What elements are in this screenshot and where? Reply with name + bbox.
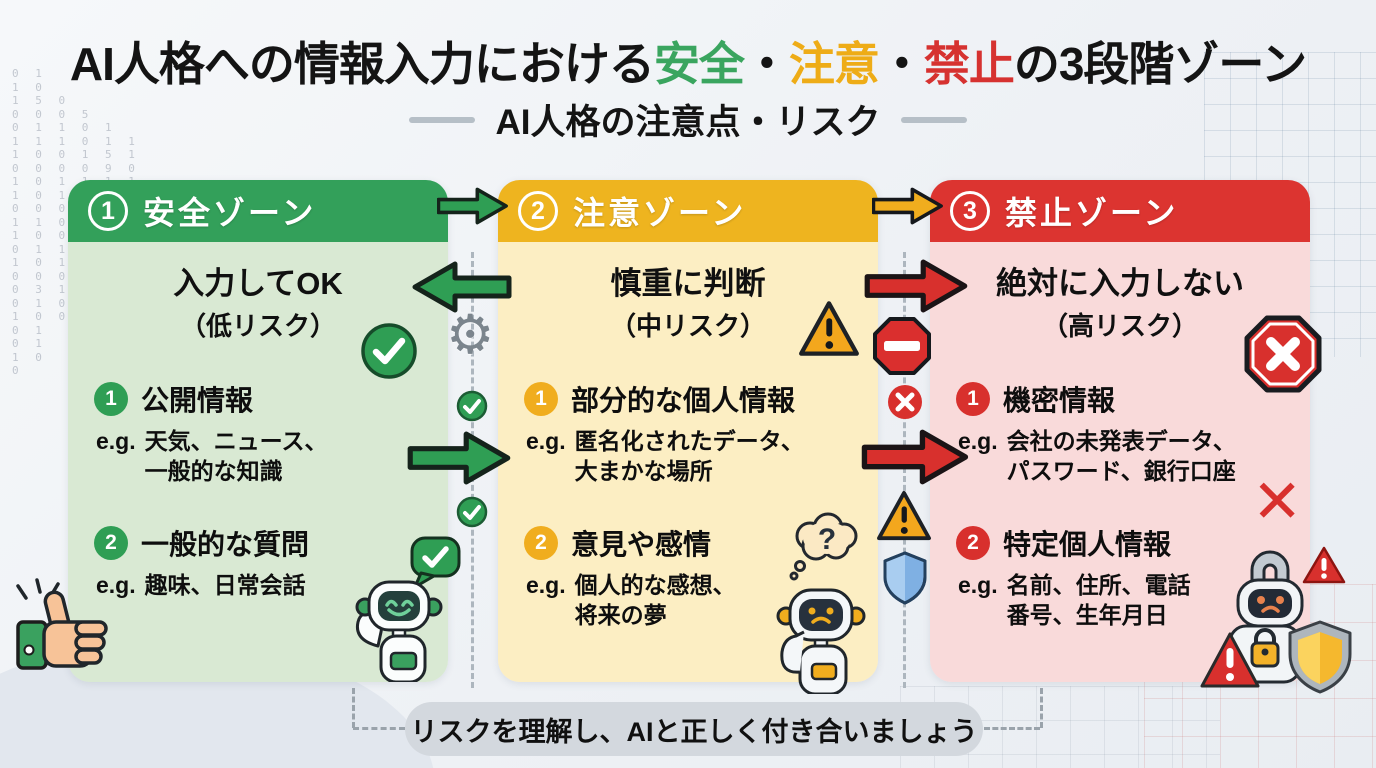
example-line: パスワード、銀行口座	[1006, 457, 1236, 484]
check-circle-icon	[360, 322, 418, 380]
example-prefix: e.g.	[526, 428, 566, 454]
safe-zone-panel: 1 安全ゾーン 入力してOK （低リスク） 1 公開情報 e.g. 天気、ニュー…	[68, 180, 448, 682]
title-word-caution: 注意	[788, 38, 880, 90]
example-line: 一般的な知識	[144, 457, 283, 484]
safe-zone-name: 安全ゾーン	[143, 195, 317, 231]
item-number-badge: 2	[524, 525, 558, 560]
caution-zone-header: 2 注意ゾーン	[498, 180, 878, 242]
x-mark-icon: ✕	[1252, 467, 1303, 537]
item-number-badge: 1	[956, 382, 990, 416]
footer-message: リスクを理解し、AIと正しく付き合いましょう	[410, 716, 978, 747]
connector-line	[352, 688, 355, 728]
connector-line	[1040, 688, 1043, 728]
subtitle-dash-right	[900, 116, 967, 123]
dashed-divider-2	[903, 252, 906, 688]
green-arrow-left-icon	[398, 260, 524, 314]
title-dot2: ・	[878, 38, 925, 90]
example-line: 匿名化されたデータ、	[574, 428, 804, 454]
item-example: e.g. 匿名化されたデータ、大まかな場所	[526, 427, 878, 487]
locked-robot-security-icon	[1192, 540, 1352, 695]
list-item: 2 意見や感情	[524, 523, 878, 563]
example-line: 名前、住所、電話	[1006, 571, 1191, 598]
item-number-badge: 1	[94, 382, 128, 416]
subtitle-dash-left	[409, 116, 476, 123]
example-line: 番号、生年月日	[1006, 601, 1168, 628]
safe-zone-headline: 入力してOK	[173, 266, 343, 301]
item-title: 特定個人情報	[1003, 528, 1172, 560]
x-circle-icon	[886, 383, 924, 421]
list-item: 1 機密情報	[956, 379, 1310, 419]
connector-line	[353, 727, 405, 730]
example-prefix: e.g.	[958, 571, 998, 598]
connector-line	[984, 727, 1040, 730]
subtitle-row: AI人格の注意点・リスク	[0, 94, 1376, 145]
warning-triangle-icon	[798, 300, 860, 358]
no-entry-sign-icon	[872, 316, 932, 376]
thumbs-up-icon	[14, 578, 120, 680]
red-arrow-right-icon	[856, 428, 976, 486]
example-line: 個人的な感想、	[574, 571, 736, 598]
prohibited-zone-name: 禁止ゾーン	[1005, 195, 1179, 231]
safe-zone-header: 1 安全ゾーン	[68, 180, 448, 242]
example-line: 天気、ニュース、	[144, 428, 328, 454]
title-word-prohibited: 禁止	[923, 38, 1015, 90]
caution-zone-risk-level: （中リスク）	[609, 311, 766, 341]
caution-zone-name: 注意ゾーン	[573, 195, 747, 231]
example-prefix: e.g.	[526, 571, 566, 598]
footer-banner: リスクを理解し、AIと正しく付き合いましょう	[405, 702, 983, 756]
list-item: 1 公開情報	[94, 379, 448, 419]
thinking-robot-icon	[764, 576, 874, 696]
warning-triangle-icon	[876, 490, 932, 542]
caution-zone-number-icon: 2	[518, 191, 558, 231]
title-word-safe: 安全	[653, 38, 745, 90]
item-title: 公開情報	[141, 385, 254, 416]
example-line: 大まかな場所	[574, 457, 713, 484]
green-arrow-right-icon	[436, 186, 509, 226]
example-prefix: e.g.	[96, 571, 136, 598]
prohibited-zone-number-icon: 3	[950, 191, 990, 231]
prohibited-zone-headline: 絶対に入力しない	[996, 266, 1244, 301]
title-dot1: ・	[743, 38, 790, 90]
item-title: 部分的な個人情報	[571, 385, 796, 416]
example-prefix: e.g.	[96, 428, 136, 454]
gear-icon: ⚙	[446, 303, 495, 366]
item-title: 意見や感情	[571, 528, 712, 560]
item-example: e.g. 会社の未発表データ、パスワード、銀行口座	[958, 427, 1310, 487]
safe-zone-risk-level: （低リスク）	[179, 311, 336, 341]
yellow-arrow-right-icon	[871, 186, 944, 226]
item-number-badge: 2	[94, 525, 128, 560]
example-line: 将来の夢	[574, 601, 667, 628]
list-item: 2 特定個人情報	[956, 523, 1310, 563]
item-number-badge: 2	[956, 525, 990, 560]
list-item: 1 部分的な個人情報	[524, 379, 878, 419]
example-prefix: e.g.	[958, 428, 998, 454]
safe-zone-number-icon: 1	[88, 191, 128, 231]
check-circle-icon	[456, 390, 488, 422]
title-suffix: の3段階ゾーン	[1013, 38, 1307, 90]
item-number-badge: 1	[524, 382, 558, 416]
question-mark: ?	[818, 523, 836, 556]
shield-icon	[882, 550, 928, 606]
happy-robot-icon	[348, 574, 448, 684]
example-line: 会社の未発表データ、	[1006, 428, 1236, 454]
green-arrow-right-icon	[396, 430, 524, 486]
prohibited-zone-header: 3 禁止ゾーン	[930, 180, 1310, 242]
x-stop-sign-icon	[1243, 314, 1323, 394]
item-example: e.g. 名前、住所、電話番号、生年月日	[958, 571, 1310, 631]
subtitle: AI人格の注意点・リスク	[495, 103, 881, 142]
item-example: e.g. 趣味、日常会話	[96, 571, 448, 601]
caution-zone-headline: 慎重に判断	[610, 266, 766, 301]
item-example: e.g. 天気、ニュース、一般的な知識	[96, 427, 448, 487]
example-line: 趣味、日常会話	[144, 571, 306, 598]
thought-bubble-icon: ?	[786, 512, 866, 582]
list-item: 2 一般的な質問	[94, 523, 448, 563]
item-example: e.g. 個人的な感想、将来の夢	[526, 571, 878, 631]
red-arrow-right-icon	[858, 258, 976, 314]
prohibited-zone-risk-level: （高リスク）	[1041, 311, 1198, 341]
page-title: AI人格への情報入力における安全・注意・禁止の3段階ゾーン	[0, 28, 1376, 94]
check-circle-icon	[456, 496, 488, 528]
item-title: 機密情報	[1003, 385, 1116, 416]
title-prefix: AI人格への情報入力における	[69, 38, 655, 90]
item-title: 一般的な質問	[141, 528, 310, 560]
